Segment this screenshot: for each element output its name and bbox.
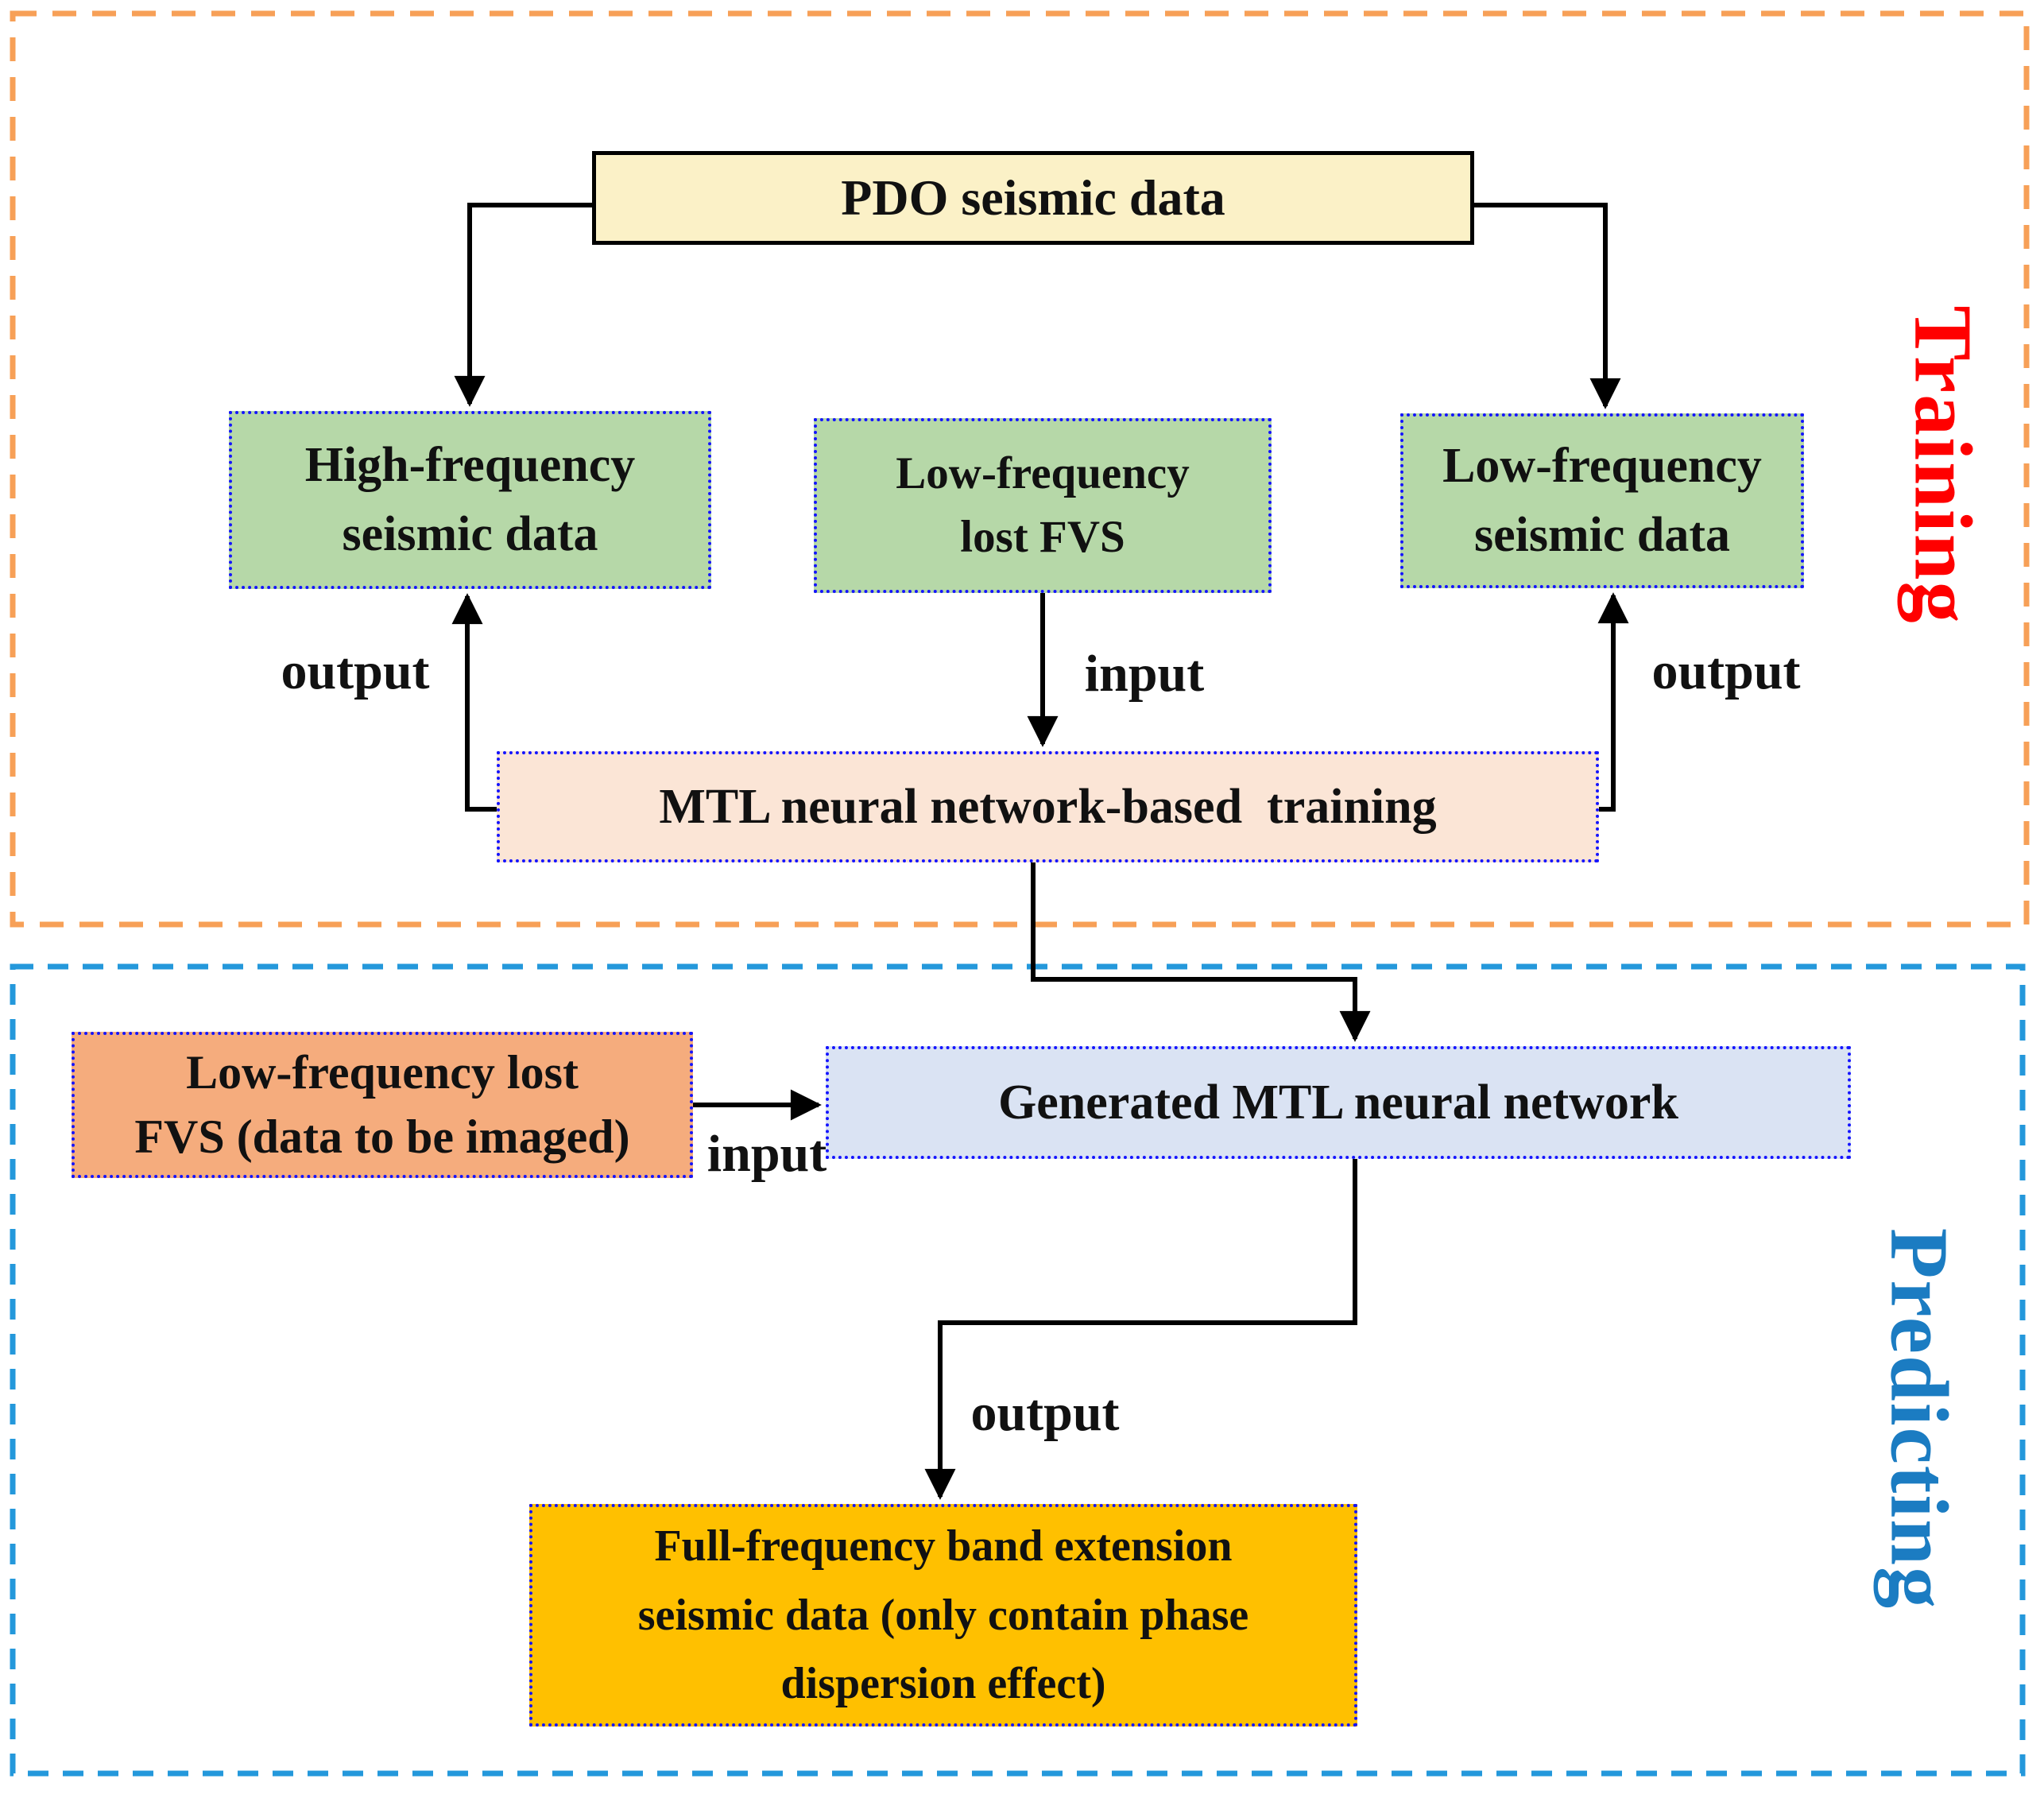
full-frequency-line3: dispersion effect) — [780, 1659, 1106, 1709]
output-label-right: output — [1651, 642, 1801, 700]
output-label-bottom: output — [970, 1384, 1120, 1442]
lost-fvs-to-be-imaged-box: Low-frequency lost FVS (data to be image… — [72, 1032, 693, 1178]
training-region-label: Training — [1897, 305, 1989, 625]
generated-mtl-network-box: Generated MTL neural network — [826, 1046, 1851, 1159]
lost-fvs-line1: Low-frequency — [896, 448, 1190, 499]
low-frequency-seismic-data-box: Low-frequency seismic data — [1400, 413, 1804, 588]
edge-mtl-training-to-high-frequency — [451, 593, 497, 812]
mtl-training-text: MTL neural network-based training — [659, 779, 1437, 834]
full-frequency-line2: seismic data (only contain phase — [637, 1590, 1249, 1640]
predicting-region-border — [10, 963, 2026, 1777]
lost-fvs-imaged-line2: FVS (data to be imaged) — [134, 1110, 630, 1163]
full-frequency-band-extension-box: Full-frequency band extension seismic da… — [529, 1504, 1357, 1727]
high-frequency-line1: High-frequency — [304, 438, 636, 493]
predicting-region-label: Predicting — [1873, 1227, 1965, 1610]
low-frequency-lost-fvs-box: Low-frequency lost FVS — [814, 418, 1272, 593]
input-label-top: input — [1084, 645, 1205, 703]
edge-pdo-to-high-frequency — [454, 203, 594, 407]
generated-mtl-network-text: Generated MTL neural network — [998, 1075, 1678, 1130]
low-frequency-seismic-line1: Low-frequency — [1442, 439, 1762, 494]
lost-fvs-line2: lost FVS — [960, 512, 1125, 562]
high-frequency-line2: seismic data — [342, 507, 598, 561]
training-region-border — [10, 10, 2030, 928]
low-frequency-seismic-line2: seismic data — [1473, 508, 1731, 562]
edge-mtl-training-to-generated-mtl — [1031, 862, 1371, 1042]
full-frequency-line1: Full-frequency band extension — [654, 1521, 1233, 1571]
edge-mtl-training-to-low-frequency-seismic — [1597, 592, 1629, 812]
output-label-left: output — [281, 642, 430, 700]
edge-generated-mtl-to-full-frequency — [924, 1159, 1357, 1500]
lost-fvs-imaged-line1: Low-frequency lost — [186, 1046, 579, 1099]
mtl-training-box: MTL neural network-based training — [497, 751, 1599, 862]
input-label-bottom: input — [706, 1125, 827, 1183]
pdo-seismic-data-box: PDO seismic data — [592, 151, 1474, 245]
edge-pdo-to-low-frequency-seismic — [1473, 203, 1621, 409]
high-frequency-seismic-data-box: High-frequency seismic data — [229, 411, 711, 589]
pdo-seismic-data-text: PDO seismic data — [841, 169, 1225, 227]
